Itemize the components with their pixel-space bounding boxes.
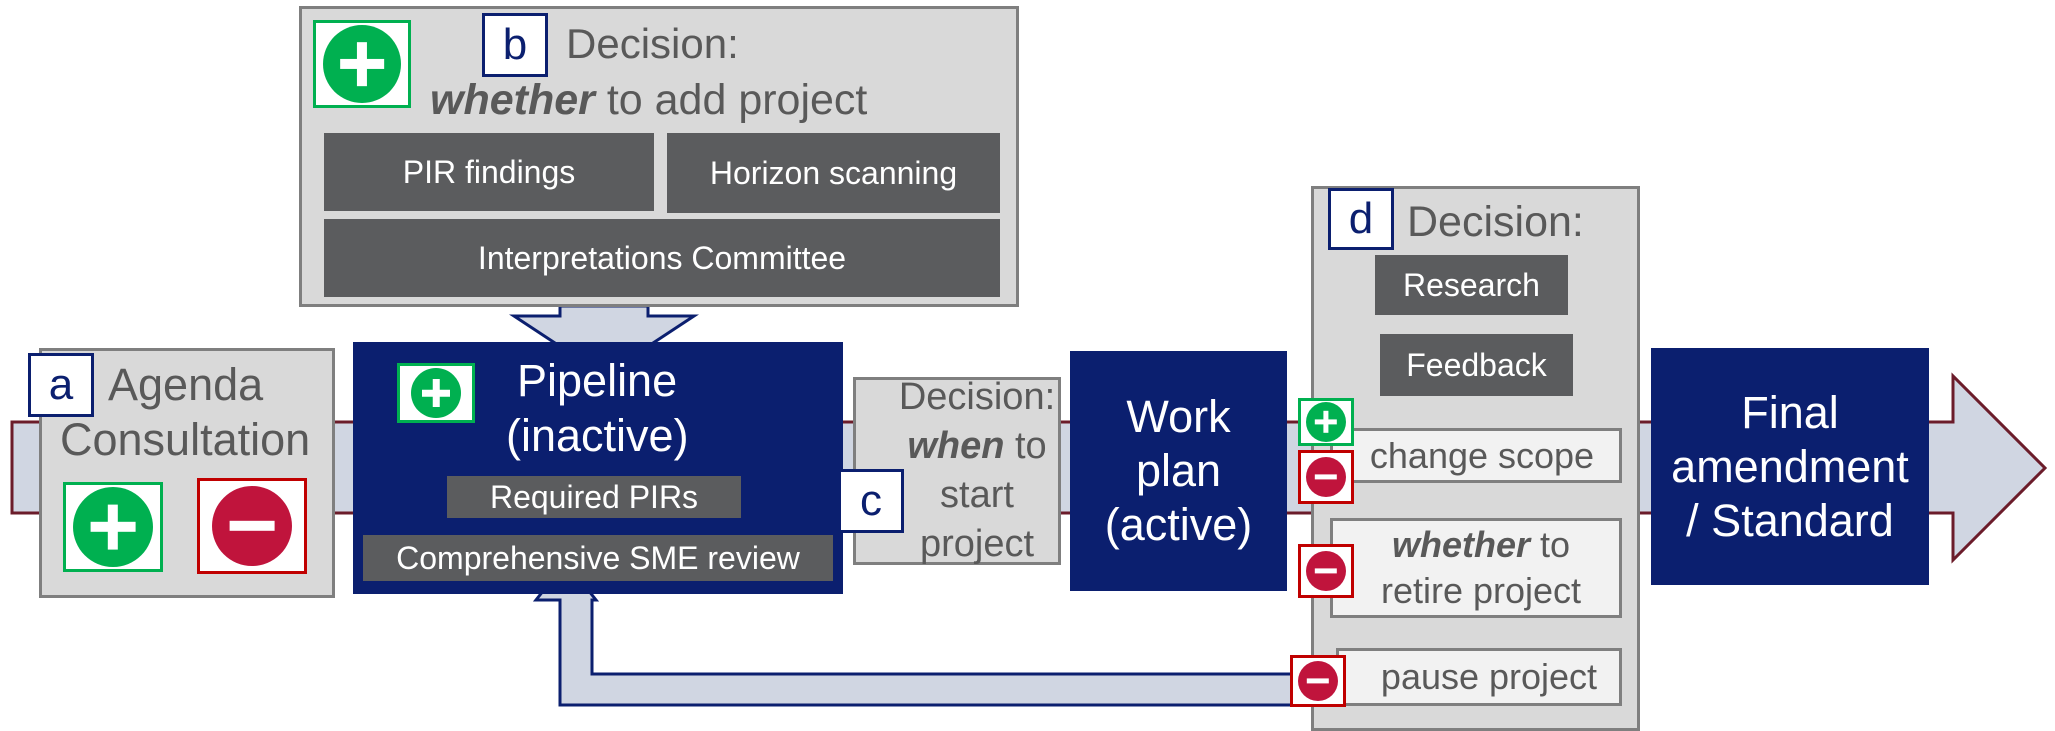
label-a: a	[28, 353, 94, 417]
retire-marker	[1298, 544, 1354, 598]
input-feedback: Feedback	[1380, 334, 1573, 396]
source-interpretations-committee: Interpretations Committee	[324, 219, 1000, 297]
decision-start-title: Decision:	[898, 376, 1056, 418]
decision-start-question: when to	[907, 422, 1046, 471]
minus-circle-icon	[212, 486, 292, 566]
final-line3: / Standard	[1686, 494, 1894, 546]
plus-circle-icon	[1306, 402, 1346, 442]
option-pause-project: pause project	[1336, 648, 1622, 706]
final-line1: Final	[1741, 386, 1839, 438]
decision-start-rest: to	[1004, 425, 1047, 467]
decision-add-emphasis: whether	[430, 76, 595, 124]
decision-add-rest: to add project	[594, 76, 868, 124]
work-plan-line2: plan	[1135, 445, 1222, 496]
decision-add-title: Decision:	[566, 20, 739, 67]
plus-circle-icon	[411, 368, 461, 418]
pause-text: pause project	[1380, 656, 1598, 697]
reduce-scope-marker	[1298, 450, 1354, 504]
add-to-pipeline-arrow	[508, 304, 700, 347]
agenda-subtitle: Consultation	[60, 414, 311, 465]
decision-start-emphasis: when	[907, 425, 1005, 467]
decision-work-title: Decision:	[1407, 198, 1584, 246]
label-d: d	[1328, 188, 1394, 250]
retire-emphasis: whether	[1391, 524, 1530, 565]
minus-circle-icon	[1306, 457, 1346, 497]
option-change-scope: change scope	[1330, 428, 1622, 483]
work-plan-line3: (active)	[1104, 499, 1253, 550]
plus-circle-icon	[323, 25, 401, 103]
final-line2: amendment	[1671, 440, 1909, 492]
pipeline-sme-review: Comprehensive SME review	[363, 535, 833, 581]
pause-marker	[1290, 655, 1346, 707]
agenda-remove-marker	[197, 478, 307, 574]
pipeline-status: (inactive)	[506, 410, 689, 461]
plus-circle-icon	[73, 487, 153, 567]
expand-scope-marker	[1298, 398, 1354, 446]
minus-circle-icon	[1298, 661, 1338, 701]
label-b: b	[482, 13, 548, 77]
option-retire-project: whether to retire project	[1330, 518, 1622, 618]
decision-start-line4: project	[919, 523, 1035, 565]
agenda-title: Agenda	[108, 359, 264, 410]
label-c: c	[838, 469, 904, 533]
agenda-add-marker	[63, 482, 163, 572]
retire-question: whether to	[1382, 522, 1570, 568]
decision-start-line3: start	[940, 474, 1014, 516]
pipeline-add-marker	[397, 363, 475, 423]
source-pir-findings: PIR findings	[324, 133, 654, 211]
retire-rest: to	[1530, 524, 1571, 565]
decision-add-question: whether to add project	[430, 76, 867, 125]
change-scope-text: change scope	[1369, 434, 1595, 476]
work-plan-panel: Work plan (active)	[1070, 351, 1287, 591]
work-plan-line1: Work	[1126, 391, 1231, 442]
pipeline-required-pirs: Required PIRs	[447, 476, 741, 518]
add-project-marker	[313, 20, 411, 108]
source-horizon-scanning: Horizon scanning	[667, 133, 1000, 213]
final-output-panel: Final amendment / Standard	[1651, 348, 1929, 585]
minus-circle-icon	[1306, 551, 1346, 591]
retire-line2: retire project	[1380, 570, 1582, 611]
pipeline-title: Pipeline	[517, 355, 678, 406]
input-research: Research	[1375, 255, 1568, 315]
